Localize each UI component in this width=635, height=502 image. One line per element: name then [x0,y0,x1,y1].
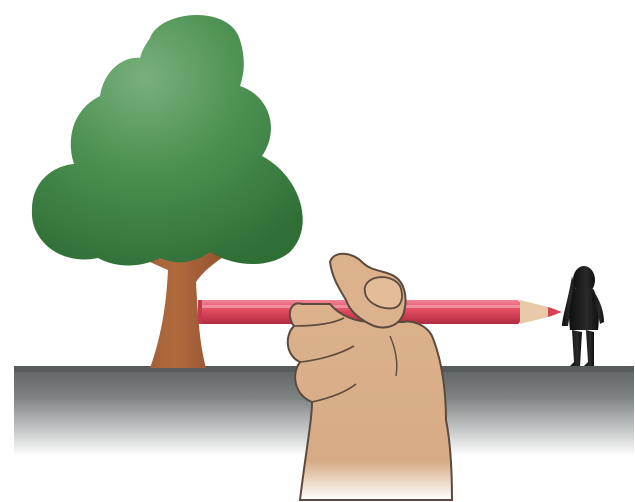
tree-foliage [32,15,303,266]
person-silhouette [562,266,604,366]
hand [288,254,452,500]
pencil-lead [548,307,562,317]
